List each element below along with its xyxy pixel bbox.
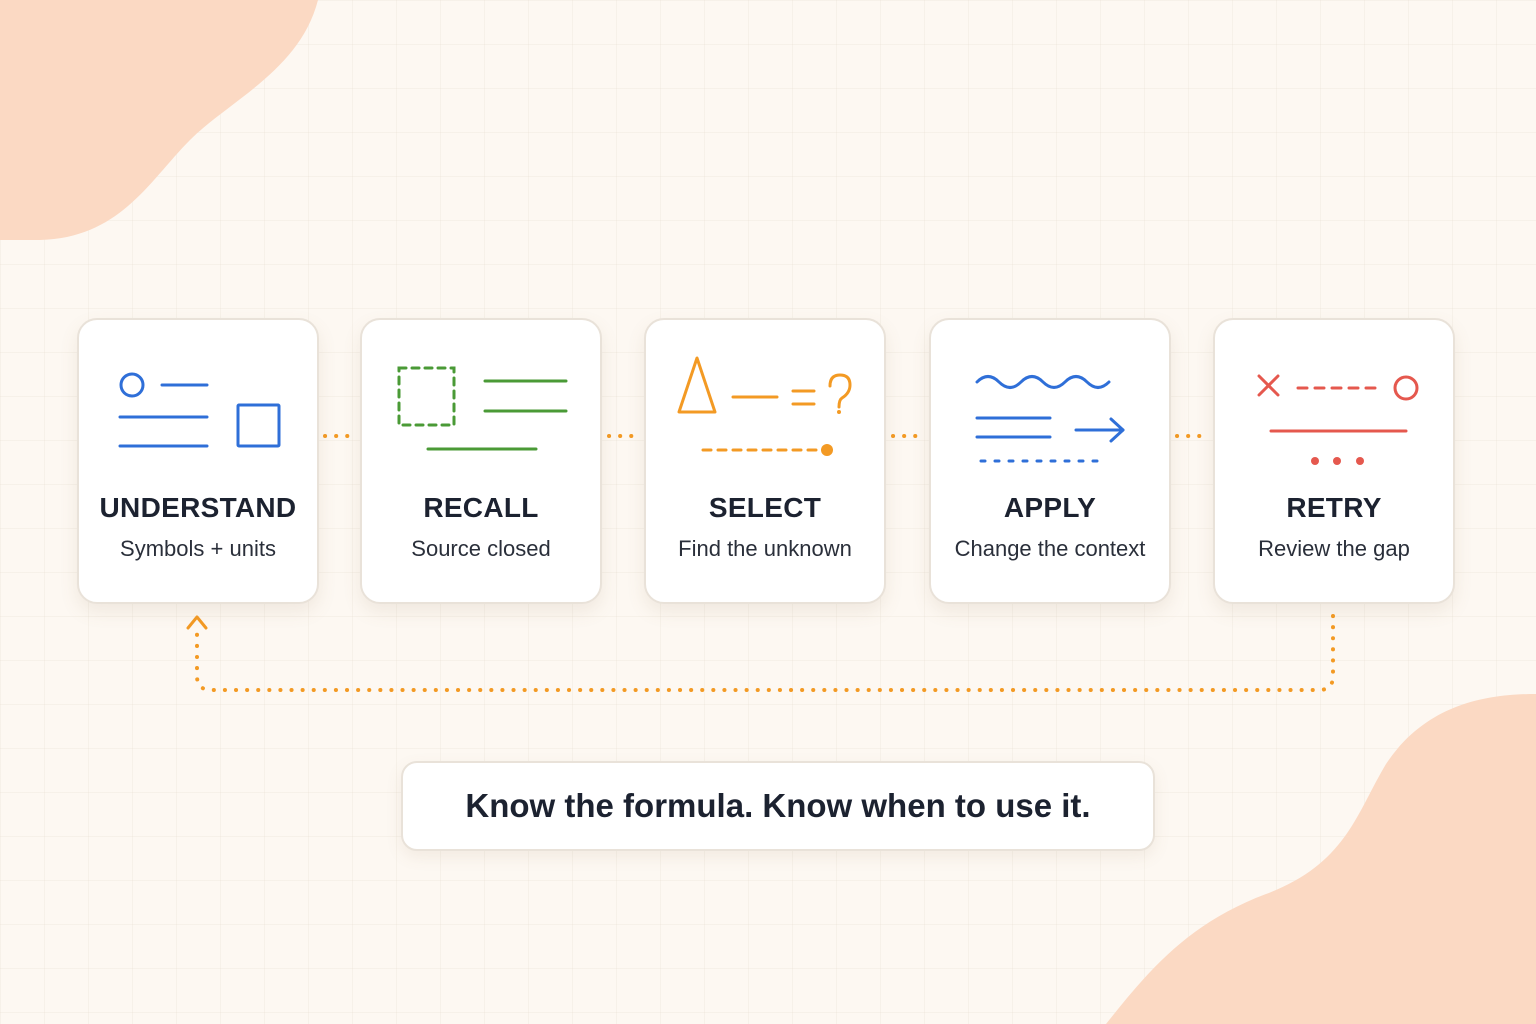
step-subtitle: Find the unknown	[678, 536, 852, 561]
symbols-icon	[118, 372, 281, 448]
tagline-box: Know the formula. Know when to use it.	[401, 761, 1155, 851]
recall-icon	[397, 366, 568, 451]
apply-icon	[975, 375, 1125, 463]
step-subtitle: Review the gap	[1258, 536, 1410, 561]
step-card-understand: UNDERSTAND Symbols + units	[77, 318, 319, 604]
step-card-select: SELECT Find the unknown	[644, 318, 886, 604]
step-title: UNDERSTAND	[99, 492, 297, 523]
step-title: RECALL	[423, 492, 539, 523]
loop-arrowhead	[186, 615, 208, 630]
step-title: APPLY	[1003, 492, 1097, 523]
step-title: SELECT	[708, 492, 822, 523]
retry-icon	[1257, 374, 1419, 465]
top-left-blob	[0, 0, 318, 240]
step-title: RETRY	[1286, 492, 1382, 523]
step-card-retry: RETRY Review the gap	[1213, 318, 1455, 604]
step-subtitle: Change the context	[954, 536, 1146, 561]
tagline-text: Know the formula. Know when to use it.	[465, 787, 1091, 824]
step-subtitle: Source closed	[411, 536, 551, 561]
select-icon	[677, 356, 852, 456]
retry-loop-connector	[195, 614, 1335, 692]
bottom-right-blob	[1106, 694, 1536, 1024]
step-card-recall: RECALL Source closed	[360, 318, 602, 604]
step-card-apply: APPLY Change the context	[929, 318, 1171, 604]
step-subtitle: Symbols + units	[120, 536, 276, 561]
